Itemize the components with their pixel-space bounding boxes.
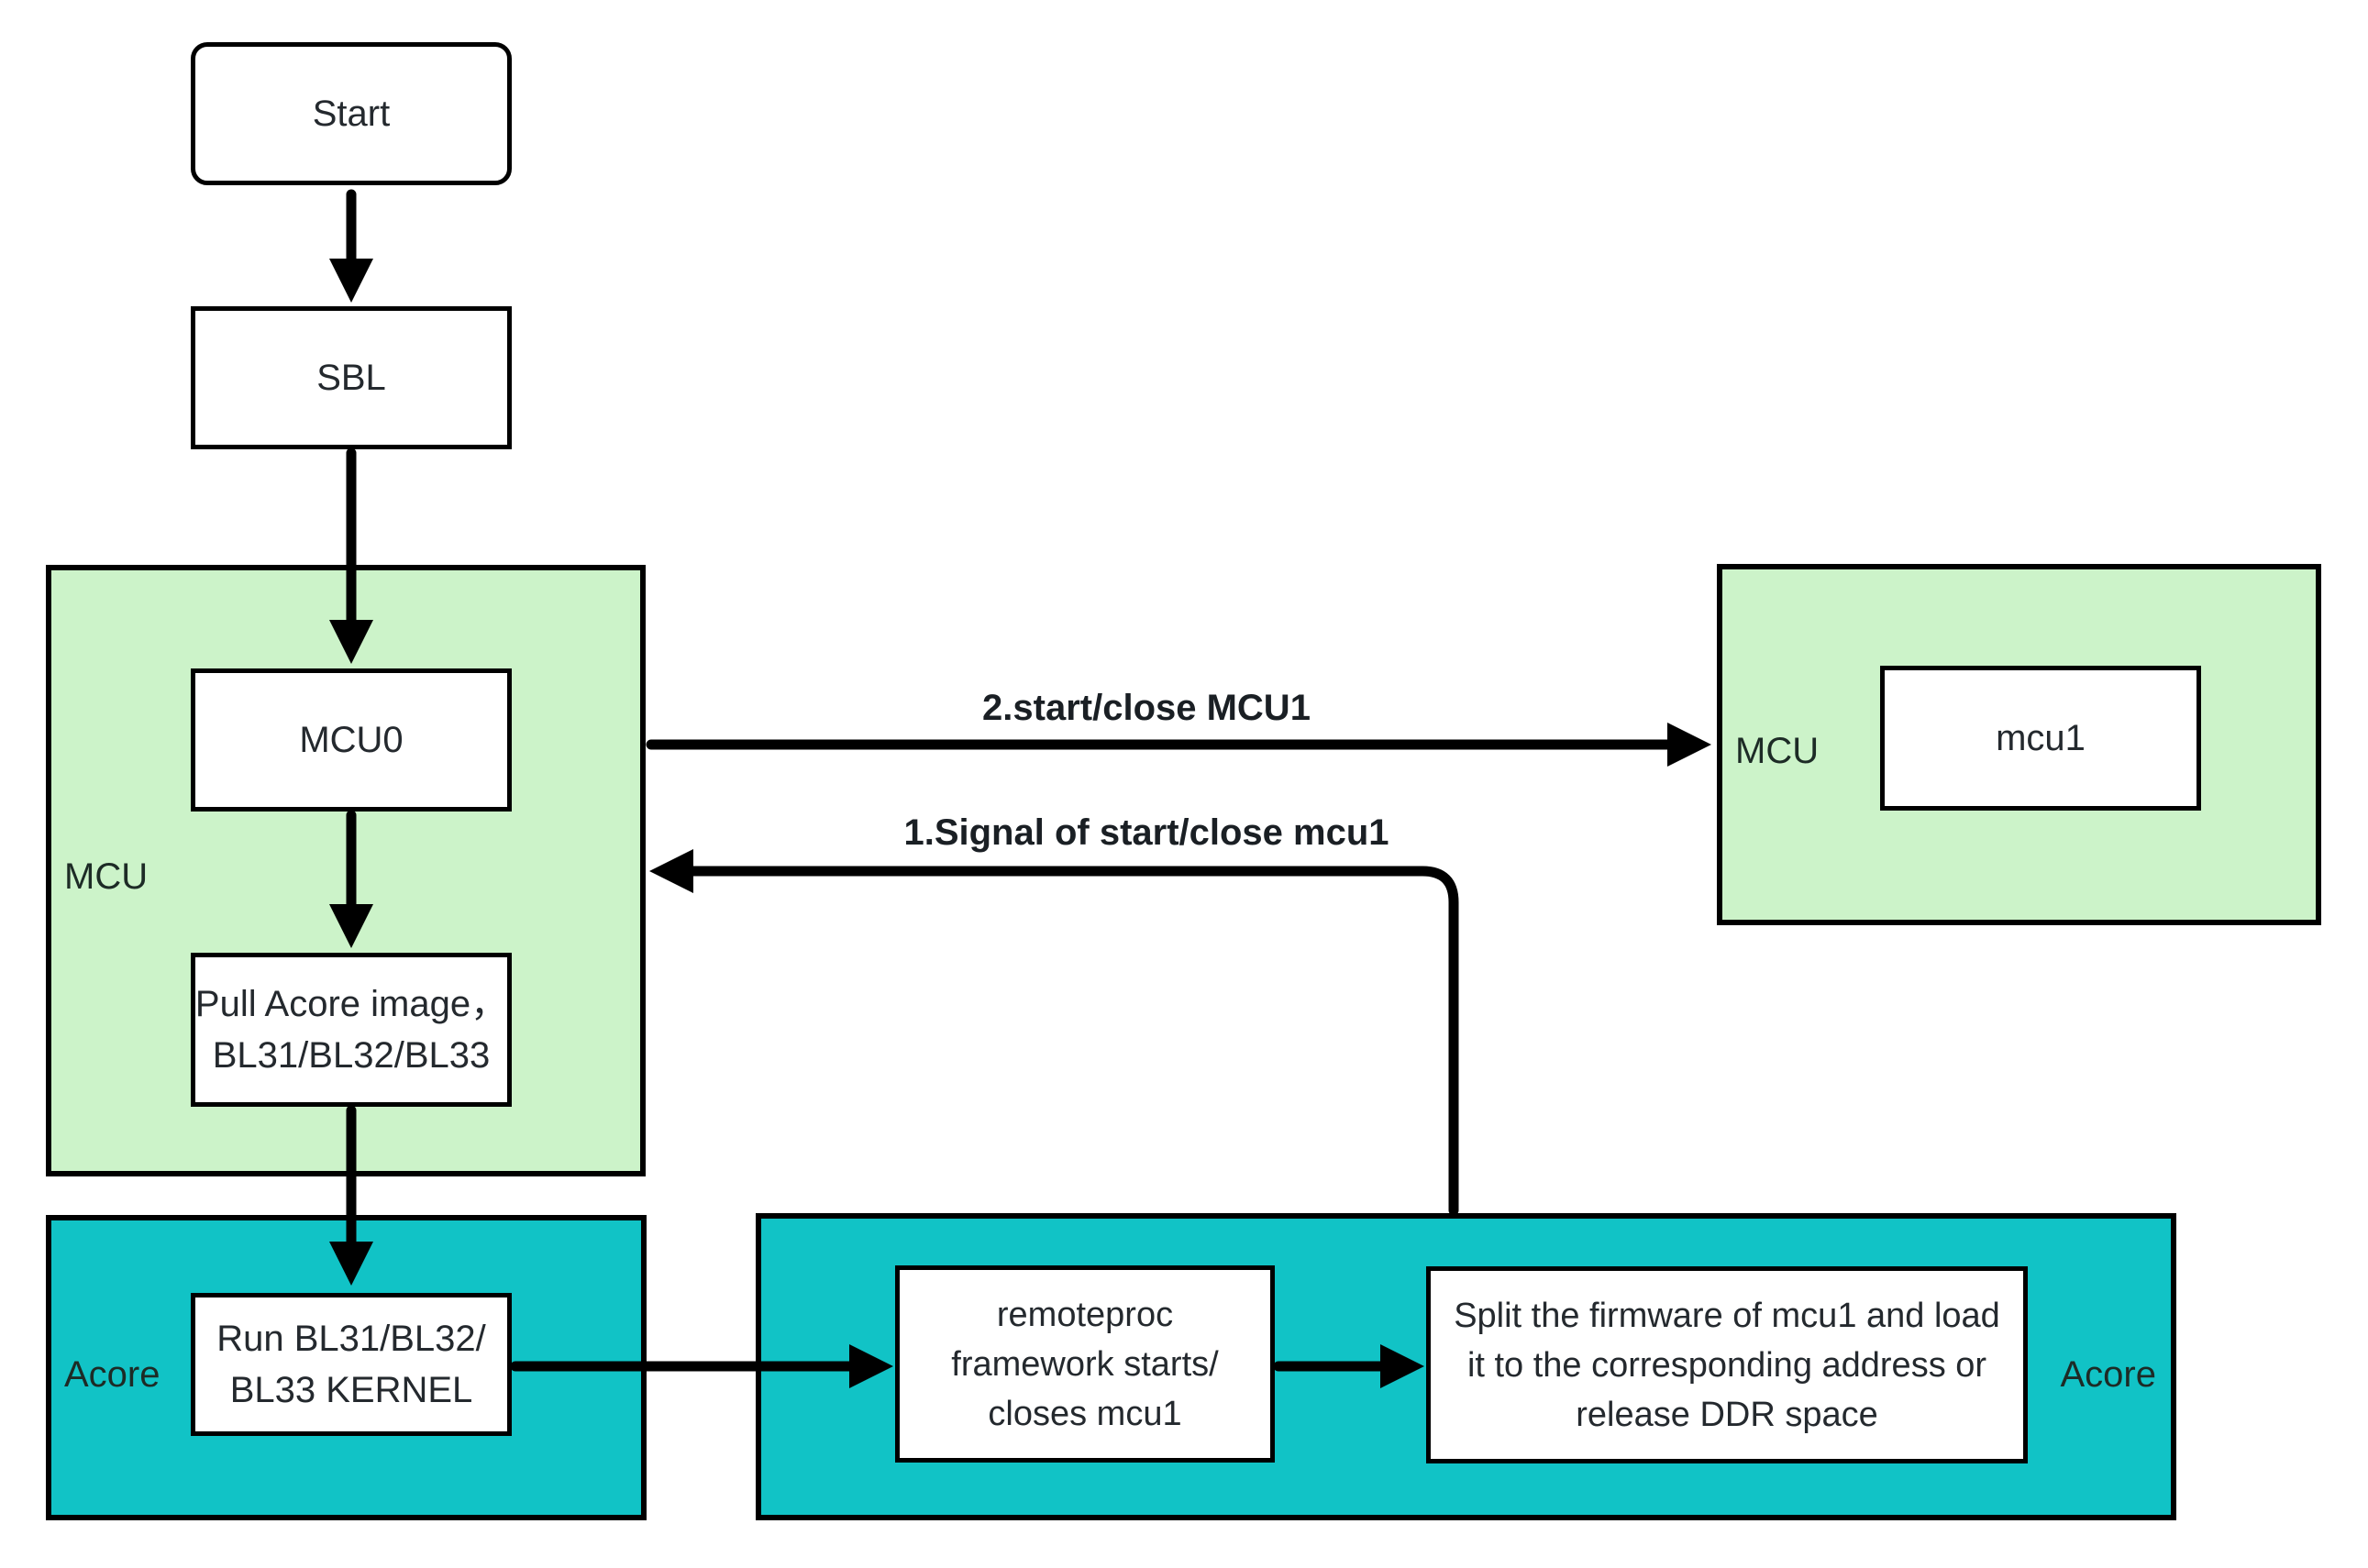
container-label-acore-left: Acore — [64, 1354, 160, 1395]
node-split-firmware: Split the firmware of mcu1 and load it t… — [1426, 1266, 2028, 1463]
node-start-label: Start — [312, 94, 391, 134]
arrow-start-to-sbl — [329, 189, 373, 303]
node-mcu0-label: MCU0 — [299, 720, 404, 760]
container-label-mcu-left: MCU — [64, 856, 149, 897]
node-mcu0: MCU0 — [191, 668, 512, 812]
node-pull-acore-image: Pull Acore image， BL31/BL32/BL33 — [191, 953, 512, 1107]
container-label-mcu-right: MCU — [1735, 731, 1820, 771]
node-split-line-1: Split the firmware of mcu1 and load — [1454, 1296, 2000, 1335]
edge-label-start-close-mcu1: 2.start/close MCU1 — [982, 688, 1311, 728]
node-sbl: SBL — [191, 306, 512, 449]
node-run-line-2: BL33 KERNEL — [229, 1370, 473, 1410]
arrow-start-close-mcu1 — [646, 723, 1711, 767]
node-run-bl-kernel: Run BL31/BL32/ BL33 KERNEL — [191, 1293, 512, 1436]
node-split-line-3: release DDR space — [1576, 1395, 1878, 1434]
node-start: Start — [191, 42, 512, 185]
node-mcu1-label: mcu1 — [1996, 718, 2086, 758]
edge-label-signal-start-close-mcu1: 1.Signal of start/close mcu1 — [903, 812, 1389, 853]
container-label-acore-middle: Acore — [2060, 1354, 2157, 1395]
node-split-line-2: it to the corresponding address or — [1466, 1345, 1987, 1385]
arrow-signal-start-close-mcu1 — [649, 849, 1459, 1216]
node-pull-line-2: BL31/BL32/BL33 — [212, 1035, 491, 1076]
node-remoteproc-line-2: framework starts/ — [951, 1344, 1219, 1384]
node-remoteproc-line-1: remoteproc — [996, 1295, 1174, 1334]
node-remoteproc-line-3: closes mcu1 — [988, 1394, 1182, 1433]
node-run-line-1: Run BL31/BL32/ — [216, 1319, 486, 1359]
node-pull-line-1: Pull Acore image， — [194, 984, 508, 1024]
node-sbl-label: SBL — [316, 358, 386, 398]
node-mcu1: mcu1 — [1880, 666, 2201, 811]
node-remoteproc-framework: remoteproc framework starts/ closes mcu1 — [895, 1265, 1275, 1463]
